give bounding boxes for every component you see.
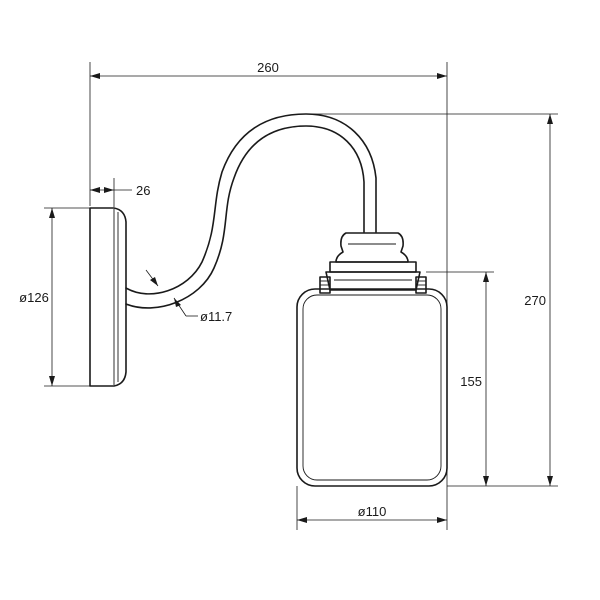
dimension-arm-diameter: ø11.7 [145,269,232,324]
dimension-backplate-depth: 26 [90,178,150,207]
lamp-holder [319,232,427,294]
glass-shade [296,288,448,487]
backplate-diameter-label: ø126 [19,290,49,305]
overall-height-label: 270 [524,293,546,308]
backplate-depth-label: 26 [136,183,150,198]
arm-diameter-label: ø11.7 [200,309,232,324]
dimension-shade-diameter: ø110 [296,486,447,530]
dimension-overall-width: 260 [89,60,448,530]
dimension-shade-height: 155 [426,271,494,486]
shade-diameter-label: ø110 [358,504,387,519]
shade-height-label: 155 [460,374,482,389]
backplate [89,207,127,387]
swan-neck-arm [125,113,377,309]
dimension-overall-height: 270 [306,113,558,487]
dimension-backplate-diameter: ø126 [19,207,90,387]
overall-width-label: 260 [257,60,279,75]
